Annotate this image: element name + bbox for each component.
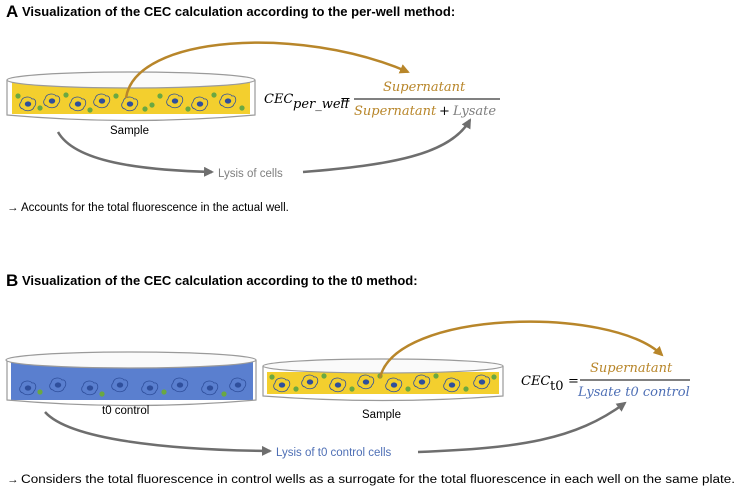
- formula-a-plus: +: [439, 104, 450, 119]
- formula-b-numerator: Supernatant: [590, 361, 673, 376]
- t0-control-dish: [5, 351, 257, 407]
- formula-b: CEC t0 = Supernatant Lysate t0 control: [521, 361, 690, 400]
- formula-b-lhs: CEC: [521, 374, 550, 389]
- formula-b-lhs-sub: t0: [550, 379, 564, 394]
- supernatant-arrow-b: [378, 320, 664, 379]
- note-a-arrow: →: [7, 202, 19, 214]
- sample-label-a: Sample: [110, 125, 149, 137]
- note-b: Considers the total fluorescence in cont…: [21, 474, 735, 486]
- formula-b-denominator: Lysate t0 control: [577, 385, 690, 400]
- lysis-arrow-in-b: [44, 411, 272, 456]
- lysis-label-b: Lysis of t0 control cells: [276, 447, 392, 459]
- panel-b-title: Visualization of the CEC calculation acc…: [22, 273, 418, 288]
- lysis-label-a: Lysis of cells: [218, 168, 283, 180]
- sample-dish-b: [262, 358, 504, 402]
- sample-label-b: Sample: [362, 409, 401, 421]
- formula-a-equals: =: [340, 93, 351, 108]
- lysis-arrow-in-a: [56, 131, 214, 177]
- panel-b-letter: B: [6, 271, 18, 290]
- lysis-arrow-out-a: [302, 118, 472, 174]
- sample-dish-a: [6, 71, 256, 122]
- supernatant-arrow-a: [124, 41, 410, 99]
- t0-control-label: t0 control: [102, 405, 149, 417]
- lysis-arrow-out-b: [417, 401, 627, 454]
- formula-a-lhs-sub: per_well: [293, 97, 349, 112]
- formula-a: CEC per_well = Supernatant Supernatant +…: [264, 80, 500, 119]
- formula-a-lhs: CEC: [264, 92, 293, 107]
- formula-a-numerator: Supernatant: [383, 80, 466, 95]
- note-a: Accounts for the total fluorescence in t…: [21, 202, 289, 214]
- formula-a-denominator-lysate: Lysate: [452, 104, 496, 119]
- formula-b-equals: =: [568, 374, 579, 389]
- panel-a-letter: A: [6, 2, 18, 21]
- note-b-arrow: →: [7, 474, 19, 486]
- formula-a-denominator-supernatant: Supernatant: [354, 104, 437, 119]
- panel-a-title: Visualization of the CEC calculation acc…: [22, 4, 455, 19]
